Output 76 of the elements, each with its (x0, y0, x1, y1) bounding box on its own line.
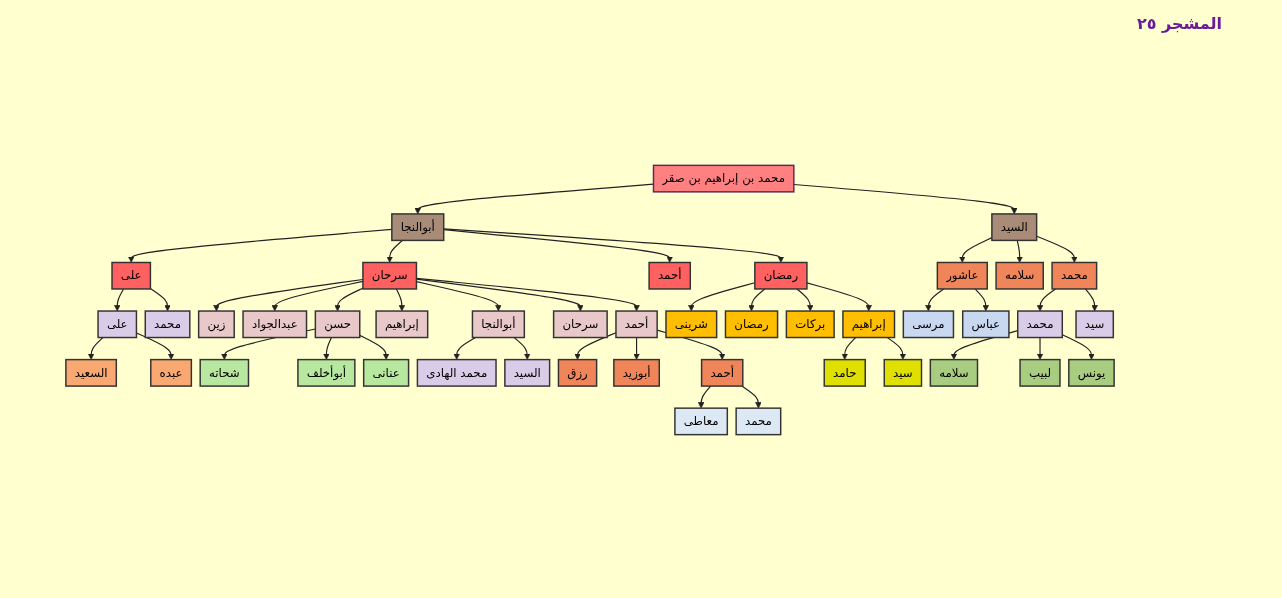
node-box: لبيب (1019, 358, 1061, 387)
arrow (925, 288, 945, 312)
arrow (453, 336, 477, 360)
node-box: معاطى (674, 407, 729, 436)
node-box: السيد (504, 358, 551, 387)
node-box: رمضان (754, 261, 808, 290)
node-box: شحاته (199, 358, 250, 387)
diagram-title: المشجر ٢٥ (1136, 14, 1222, 33)
node-box: أبوزيد (613, 358, 660, 387)
arrow (697, 385, 712, 409)
arrow (323, 336, 333, 360)
arrow (395, 288, 406, 312)
arrow (796, 288, 814, 312)
arrow (841, 336, 857, 360)
node-box: عنانى (362, 358, 410, 387)
node-box: أبوالنجا (391, 213, 445, 242)
arrow (114, 288, 125, 312)
arrow (443, 228, 785, 263)
node-box: على (97, 310, 138, 339)
node-box: عباس (962, 310, 1010, 339)
arrow (271, 280, 364, 312)
node-box: رزق (557, 358, 598, 387)
node-box: مرسى (902, 310, 955, 339)
node-box: محمد (1017, 310, 1064, 339)
arrow (1036, 336, 1044, 360)
node-box: سيد (1075, 310, 1115, 339)
arrow (513, 336, 531, 360)
arrow (1036, 288, 1057, 312)
arrow (443, 229, 673, 263)
arrow (334, 287, 364, 312)
node-box: على (111, 261, 152, 290)
arrow (1084, 288, 1098, 312)
node-box: محمد الهادى (416, 358, 497, 387)
arrow (213, 278, 364, 312)
node-box: أحمد (615, 310, 658, 339)
arrow (748, 288, 766, 312)
node-box: إبراهيم (842, 310, 896, 339)
node-box: أحمد (700, 358, 744, 387)
node-box: حسن (314, 310, 361, 339)
arrow (1036, 235, 1078, 263)
node-box: زين (197, 310, 235, 339)
node-box: محمد (1051, 261, 1098, 290)
node-box: عاشور (936, 261, 988, 290)
arrow (741, 385, 762, 409)
node-box: عبدالجواد (242, 310, 308, 339)
node-box: أبوأخلف (297, 358, 356, 387)
node-box: أبوالنجا (471, 310, 526, 339)
arrow (793, 183, 1018, 215)
arrow (886, 336, 907, 360)
arrow (633, 336, 640, 360)
node-box: سلامه (929, 358, 979, 387)
node-box: سلامه (995, 261, 1044, 290)
node-box: السيد (991, 213, 1038, 242)
node-box: سيد (883, 358, 923, 387)
node-box: بركات (785, 310, 835, 339)
node-box: حامد (823, 358, 866, 387)
arrow (386, 239, 404, 263)
node-box: محمد (735, 407, 782, 436)
arrow (359, 334, 390, 360)
arrow (149, 287, 171, 312)
node-box: رمضان (724, 310, 779, 339)
arrow (1016, 239, 1023, 263)
node-box: أحمد (648, 261, 692, 290)
arrow (87, 336, 104, 360)
node-box: محمد (144, 310, 191, 339)
node-box: سرحان (362, 261, 418, 290)
arrow (959, 237, 993, 263)
node-box: عبده (150, 358, 193, 387)
node-box: إبراهيم (375, 310, 429, 339)
node-box: محمد بن إبراهيم بن صقر (652, 164, 795, 193)
arrow (974, 288, 990, 312)
node-box: السعيد (65, 358, 118, 387)
node-box: شرينى (665, 310, 718, 339)
node-box: سرحان (552, 310, 608, 339)
node-box: يونس (1068, 358, 1115, 387)
arrow (806, 282, 872, 312)
